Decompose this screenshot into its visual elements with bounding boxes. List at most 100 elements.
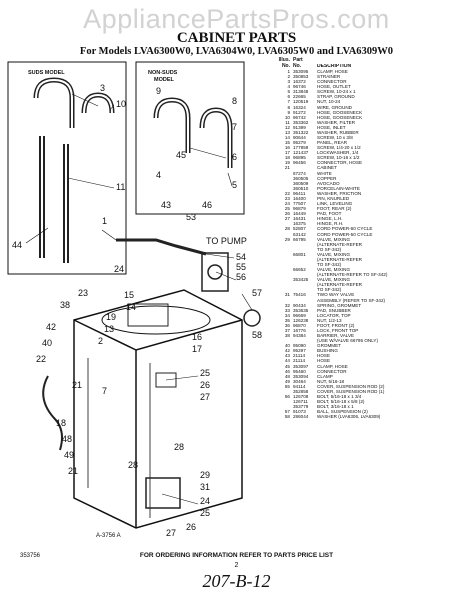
non-suds-label-1: NON-SUDS: [148, 70, 178, 76]
part-description: TWO WAY VALVE: [317, 292, 355, 298]
part-illus-no: 31: [284, 292, 290, 298]
part-illus-no: 35: [284, 317, 290, 323]
suds-model-label: SUDS MODEL: [28, 70, 65, 76]
part-number: 91073: [293, 409, 306, 415]
callout-21: 21: [68, 466, 78, 476]
ordering-note: FOR ORDERING INFORMATION REFER TO PARTS …: [139, 552, 334, 559]
part-description: CONNECTOR: [317, 368, 347, 374]
part-number: 126711: [293, 399, 308, 405]
part-description: BARRIER, VALVE: [317, 333, 355, 339]
part-number: 66652: [293, 267, 306, 273]
part-number: 120519: [293, 99, 309, 105]
part-description: PAD, FOOT: [317, 211, 342, 217]
part-description: VALVE, MIXING: [317, 277, 351, 283]
part-number: 96411: [293, 190, 306, 196]
header-partno: No.: [293, 62, 302, 69]
part-number: 16400: [293, 195, 306, 201]
callout-36: 29: [200, 470, 210, 480]
parts-row: (ALTERNATE-REFER TO SF-342): [276, 272, 468, 277]
part-illus-no: 25: [284, 206, 290, 212]
callout-49: 49: [64, 450, 74, 460]
cabinet: [73, 289, 243, 529]
part-illus-no: 42: [284, 348, 290, 354]
valve-bracket: [201, 252, 229, 292]
part-number: 95279: [293, 140, 306, 146]
part-number: 95460: [293, 368, 306, 374]
part-number: 94384: [293, 333, 306, 339]
part-description: WASHER, RUBBER: [317, 129, 359, 135]
part-illus-no: 12: [284, 124, 290, 130]
callout-31: 24: [114, 264, 124, 274]
rear-panel: [127, 303, 169, 327]
snubber-pad: [155, 372, 177, 388]
parts-row: TO SF-342): [276, 247, 468, 252]
part-description: NUT, 10-24: [317, 99, 341, 105]
callout-12: 11: [116, 182, 125, 192]
part-number: 67274: [293, 170, 306, 176]
part-description: CLAMP, HOSE: [317, 363, 348, 369]
part-description: PIN, KNURLED: [317, 195, 350, 201]
part-illus-no: 21: [284, 165, 290, 171]
part-illus-no: 7: [287, 99, 290, 105]
callout-9: 8: [232, 96, 237, 106]
part-description: TO SF-342): [317, 261, 342, 267]
callout-1: 1: [102, 216, 107, 226]
part-description: PAD, SNUBBER: [317, 307, 351, 313]
part-number: 66801: [293, 251, 306, 257]
part-description: CONNECTOR, HOSE: [317, 160, 363, 166]
doc-code: 353756: [20, 553, 41, 559]
part-description: STRAINER: [317, 74, 341, 80]
part-illus-no: 17: [284, 150, 290, 156]
part-description: VALVE, MIXING: [317, 236, 351, 242]
non-suds-label-2: MODEL: [154, 77, 175, 83]
part-illus-no: 55: [284, 383, 290, 389]
callout-42: 42: [46, 322, 56, 332]
part-description: HOSE, GOOSENECK: [317, 114, 363, 120]
watermark: AppliancePartsPros.com: [83, 4, 390, 34]
part-illus-no: 8: [287, 104, 290, 110]
part-illus-no: 43: [284, 353, 290, 359]
callout-3: 3: [100, 83, 105, 93]
suspension-ball-icon: [243, 309, 261, 327]
part-description: STRAP, GROUND: [317, 94, 355, 100]
part-number: 75416: [293, 292, 306, 298]
part-description: FOOT, REAR (2): [317, 206, 352, 212]
part-description: NUT, 5/16-18: [317, 378, 345, 384]
part-illus-no: 49: [284, 378, 290, 384]
parts-row: (USE W/VALVE 66795 ONLY): [276, 338, 468, 343]
callout-14: 14: [126, 302, 136, 312]
parts-row: TO SF-342): [276, 262, 468, 267]
part-illus-no: 26: [284, 211, 290, 217]
part-description: HINGE, L.H.: [317, 216, 343, 222]
part-illus-no: 4: [287, 84, 290, 90]
part-illus-no: 34: [284, 312, 290, 318]
part-illus-no: 57: [284, 409, 290, 415]
callout-13: 13: [104, 324, 114, 334]
part-illus-no: 3: [287, 79, 290, 85]
part-number: 96870: [293, 322, 306, 328]
part-number: 21114: [293, 358, 306, 364]
part-number: 96456: [293, 160, 306, 166]
part-illus-no: 36: [284, 322, 290, 328]
